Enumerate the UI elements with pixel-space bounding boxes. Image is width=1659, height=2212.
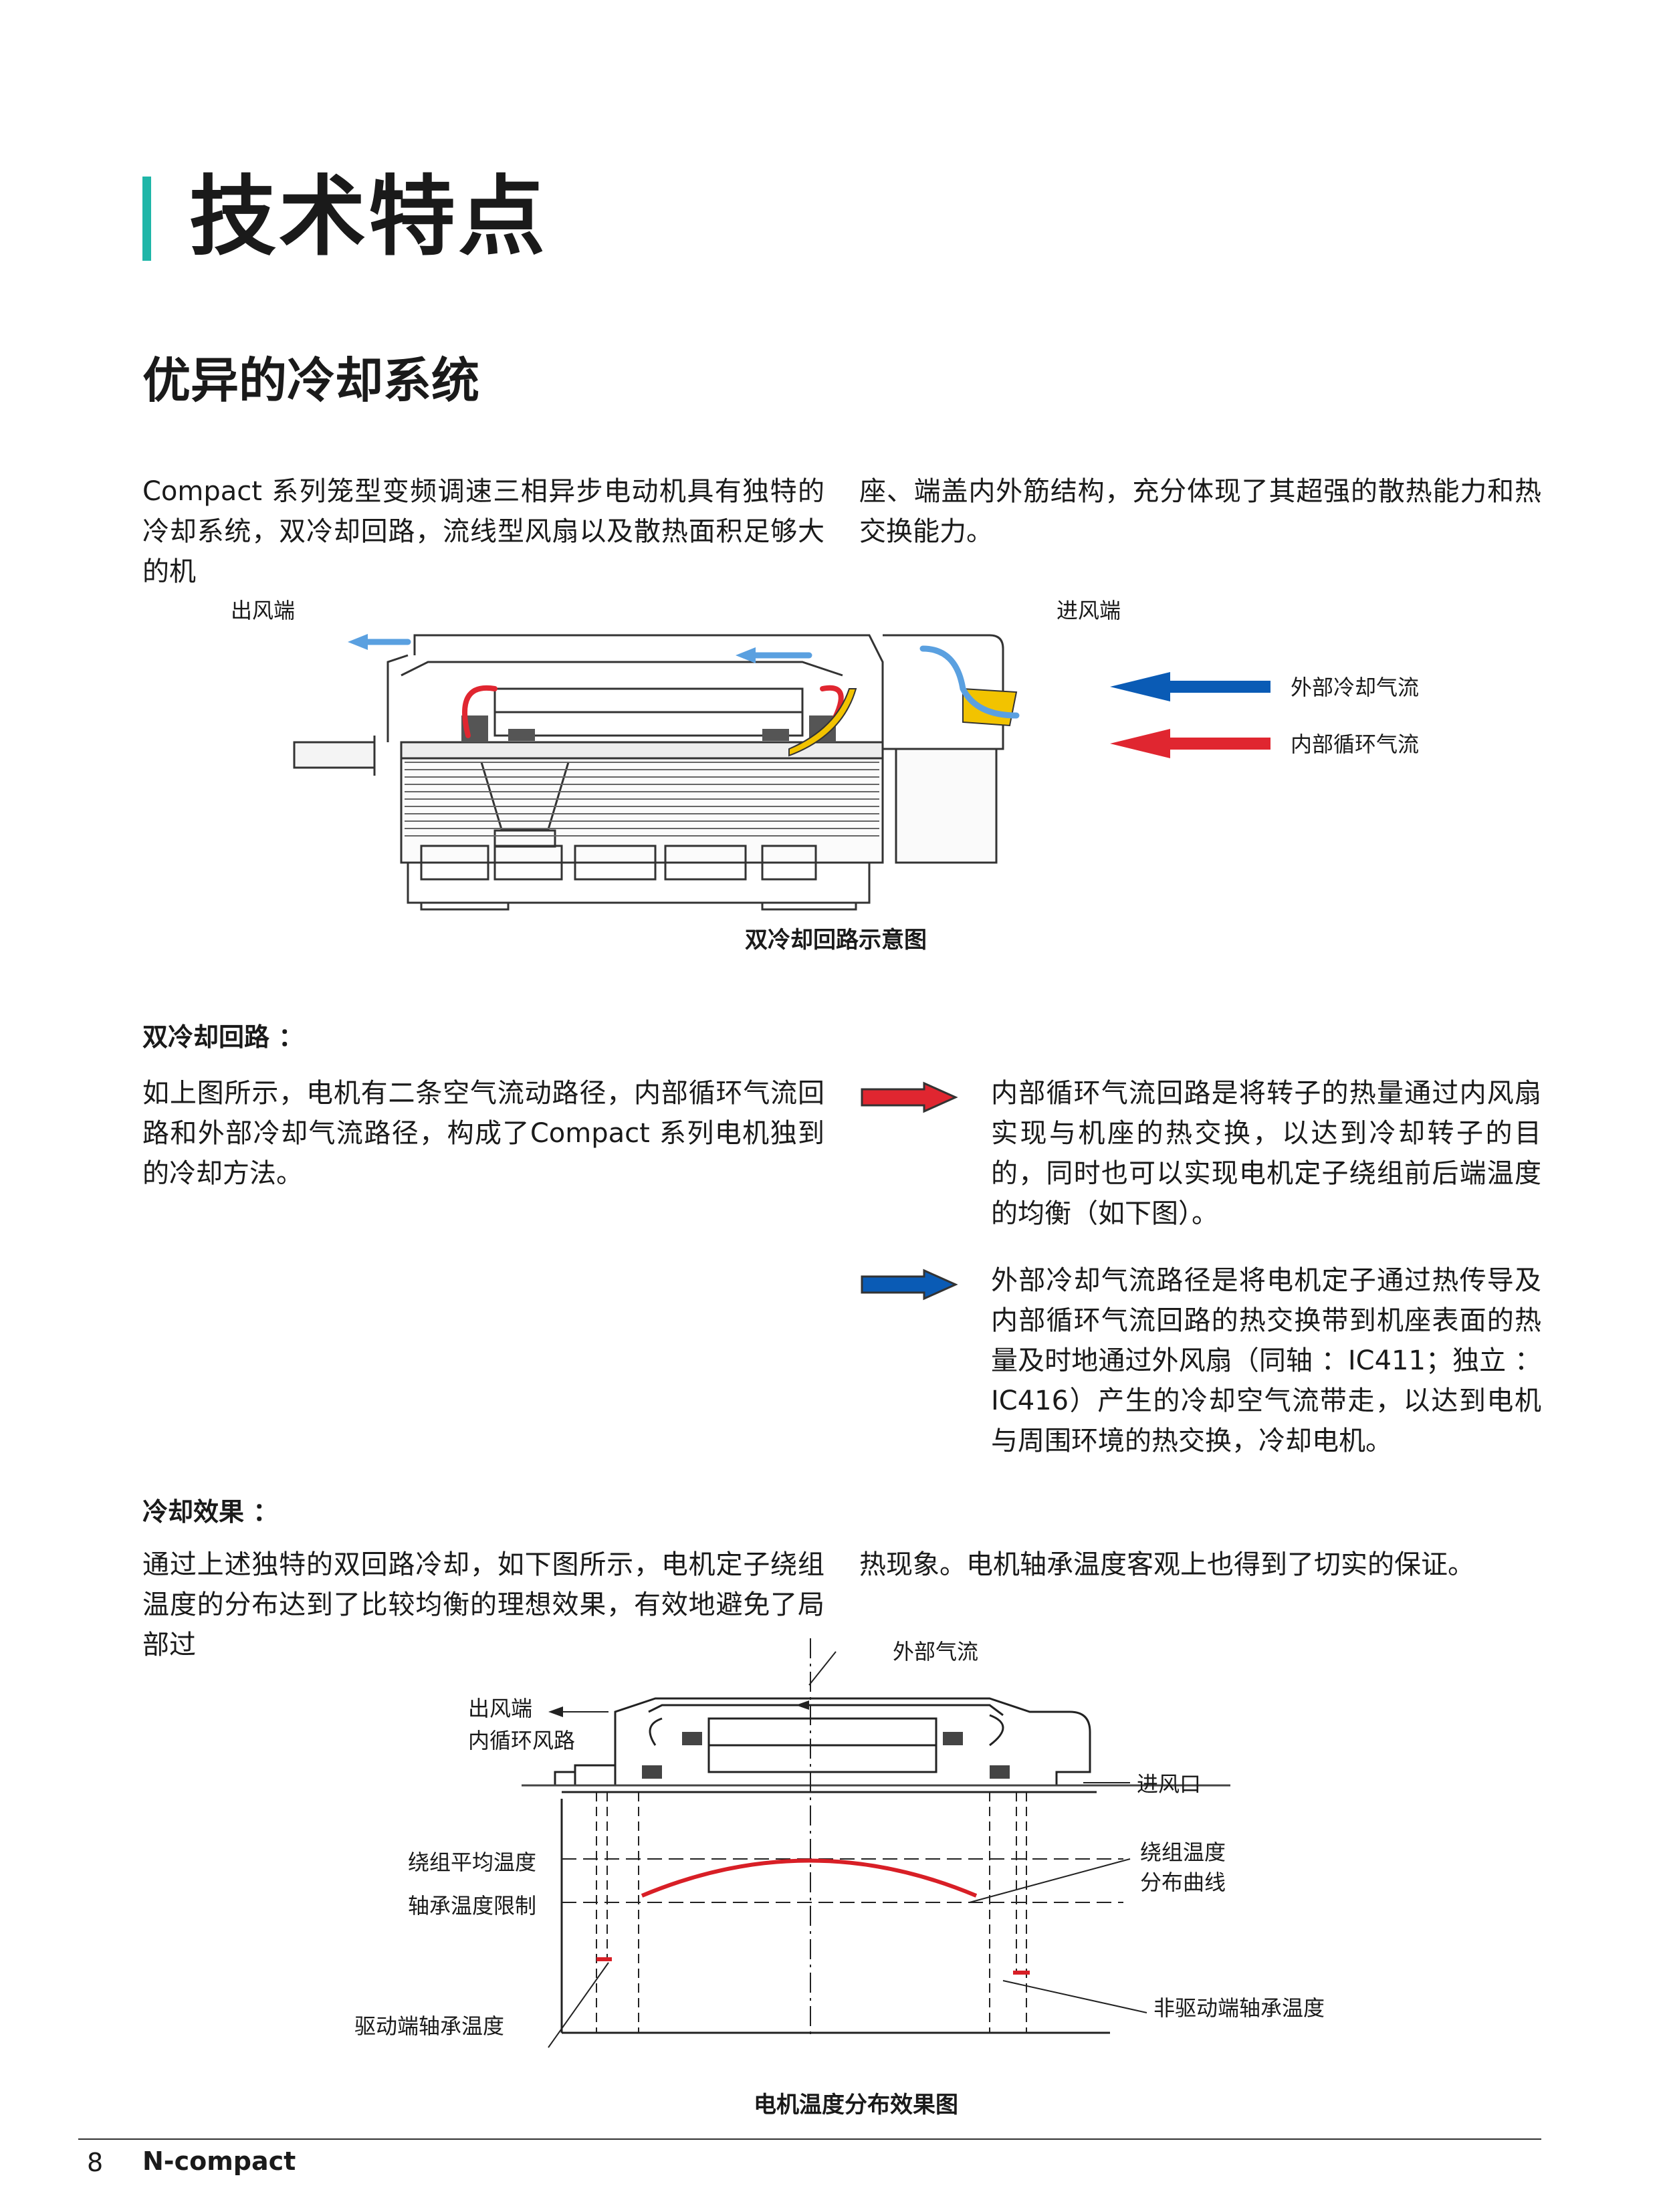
legend-internal-label: 内部循环气流 xyxy=(1291,732,1420,757)
internal-loop-arrow-icon xyxy=(861,1081,958,1113)
external-loop-description: 外部冷却气流路径是将电机定子通过热传导及内部循环气流回路的热交换带到机座表面的热… xyxy=(991,1265,1541,1456)
cooling-effect-paragraph-left: 通过上述独特的双回路冷却，如下图所示，电机定子绕组温度的分布达到了比较均衡的理想… xyxy=(142,1549,824,1660)
inlet-end-label: 进风端 xyxy=(1057,598,1121,623)
temperature-distribution-diagram xyxy=(522,1638,1230,2048)
winding-average-temp-label: 绕组平均温度 xyxy=(408,1850,537,1875)
figure2-caption: 电机温度分布效果图 xyxy=(754,2092,958,2118)
footer-divider xyxy=(78,2138,1541,2140)
title-accent-bar xyxy=(142,177,151,261)
outlet-end-label: 出风端 xyxy=(231,598,296,623)
inlet-label: 进风口 xyxy=(1137,1771,1202,1797)
winding-curve-label-line2: 分布曲线 xyxy=(1140,1870,1226,1895)
footer-brand: N-compact xyxy=(142,2146,296,2176)
cooling-effect-heading: 冷却效果 ： xyxy=(142,1497,279,1527)
winding-curve-label-line1: 绕组温度 xyxy=(1140,1840,1226,1865)
intro-paragraph-left: Compact 系列笼型变频调速三相异步电动机具有独特的冷却系统，双冷却回路，流… xyxy=(142,476,824,587)
de-bearing-temp-label: 驱动端轴承温度 xyxy=(354,2013,505,2039)
section-title: 优异的冷却系统 xyxy=(142,352,480,409)
figure1-caption: 双冷却回路示意图 xyxy=(745,927,927,954)
outlet-label: 出风端 xyxy=(468,1696,533,1721)
external-air-label: 外部气流 xyxy=(893,1639,979,1664)
dual-loop-paragraph: 如上图所示，电机有二条空气流动路径，内部循环气流回路和外部冷却气流路径，构成了C… xyxy=(142,1078,824,1189)
nde-bearing-temp-label: 非驱动端轴承温度 xyxy=(1153,1995,1325,2021)
internal-path-label: 内循环风路 xyxy=(468,1728,576,1753)
external-loop-arrow-icon xyxy=(861,1268,958,1301)
legend-external-label: 外部冷却气流 xyxy=(1291,675,1420,700)
dual-cooling-loop-diagram xyxy=(293,634,1020,911)
intro-paragraph-right: 座、端盖内外筋结构，充分体现了其超强的散热能力和热交换能力。 xyxy=(859,476,1541,547)
page-number: 8 xyxy=(87,2148,104,2177)
bearing-temp-limit-label: 轴承温度限制 xyxy=(408,1893,537,1918)
legend-external-arrow xyxy=(1110,672,1270,701)
page-title: 技术特点 xyxy=(189,166,548,267)
internal-loop-description: 内部循环气流回路是将转子的热量通过内风扇实现与机座的热交换，以达到冷却转子的目的… xyxy=(991,1078,1541,1229)
dual-loop-heading: 双冷却回路 ： xyxy=(142,1022,304,1052)
legend-internal-arrow xyxy=(1110,729,1270,758)
cooling-effect-paragraph-right: 热现象。电机轴承温度客观上也得到了切实的保证。 xyxy=(859,1549,1474,1580)
